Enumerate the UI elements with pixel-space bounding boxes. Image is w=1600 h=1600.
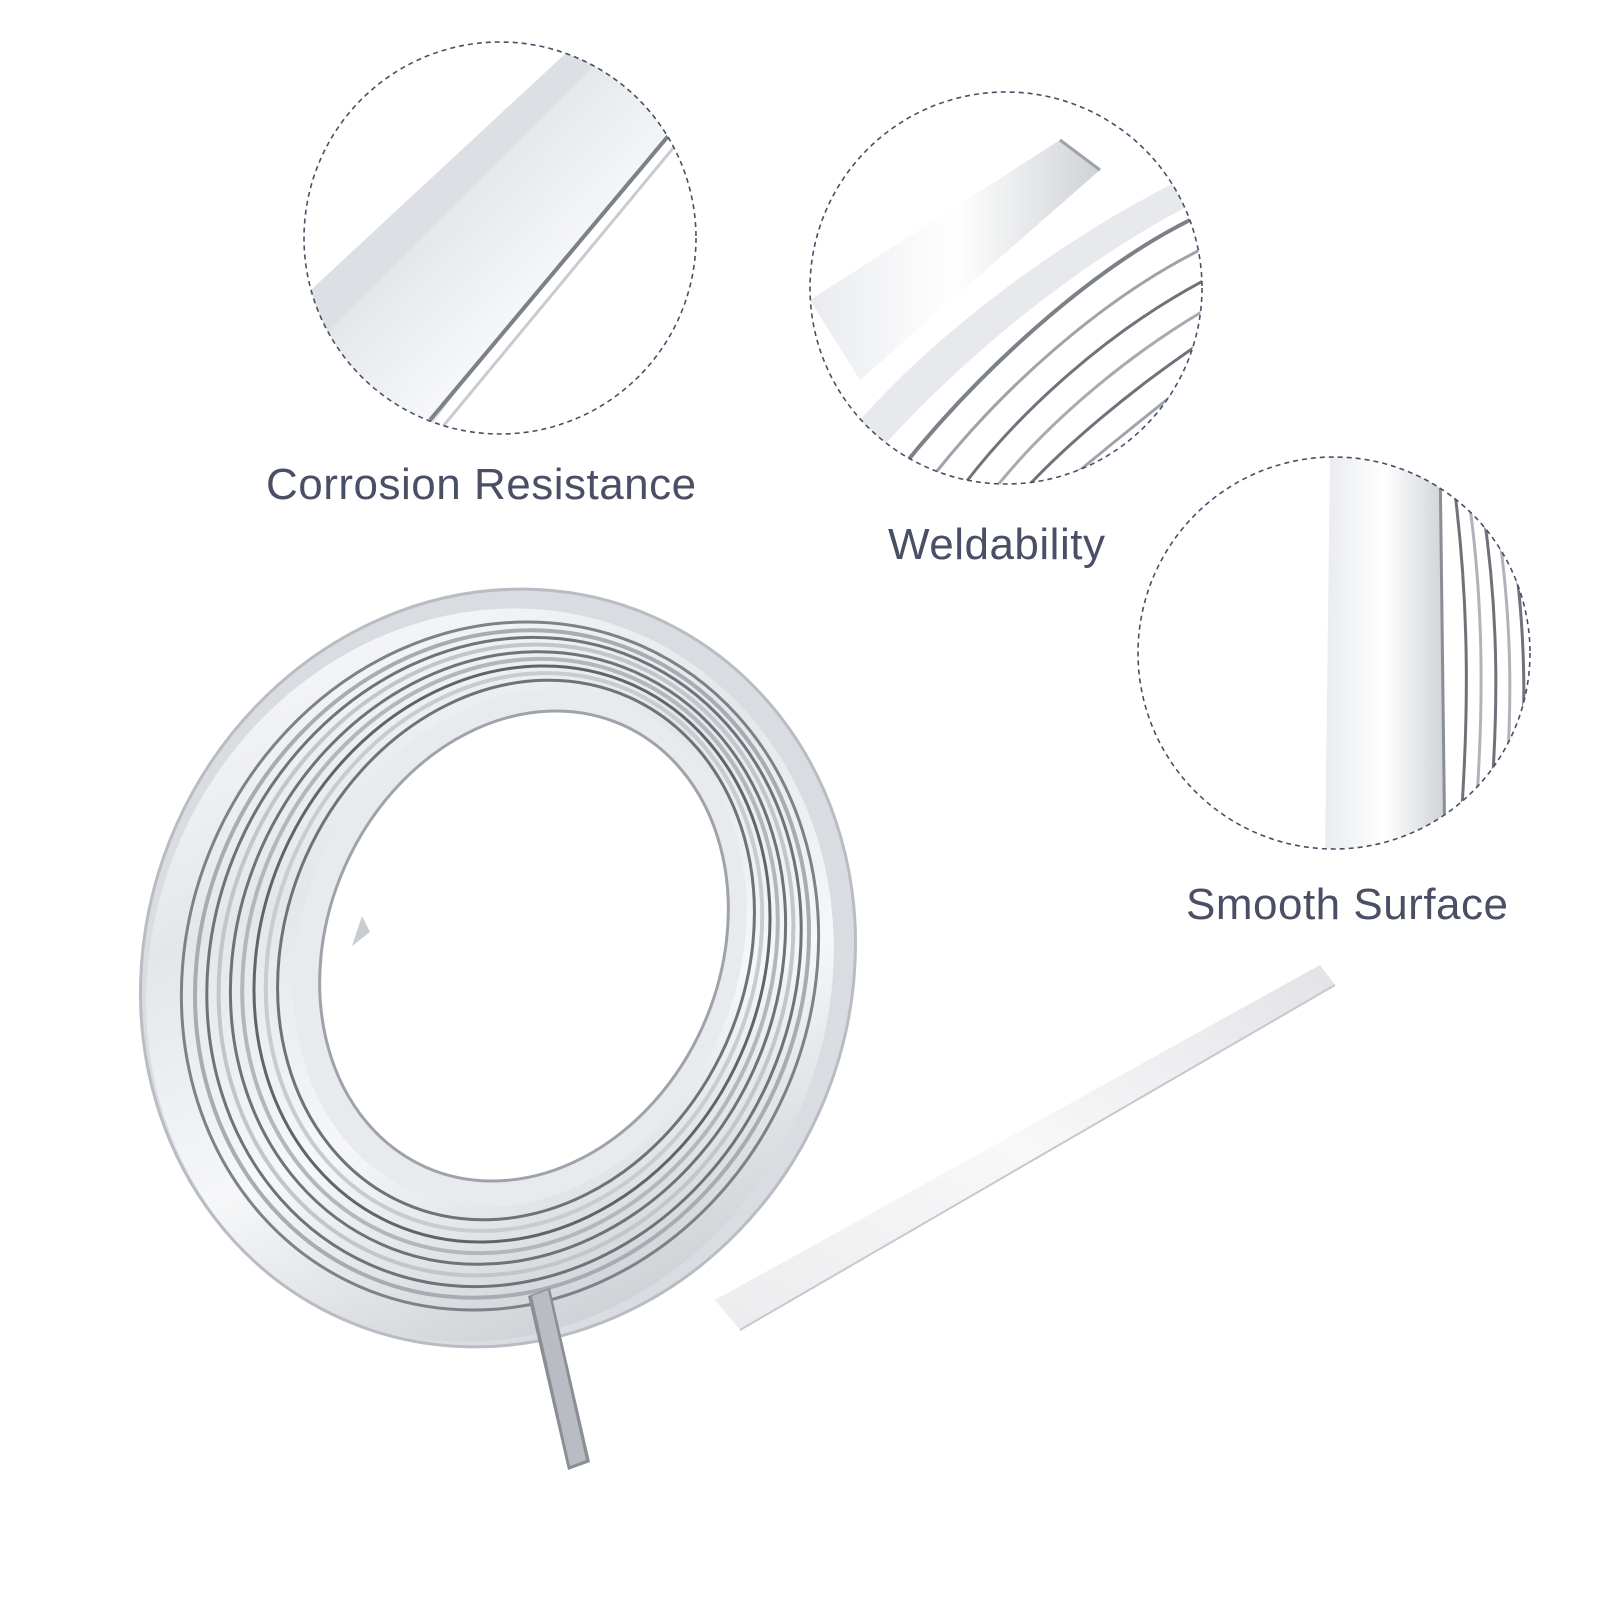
detail-circle-weldability xyxy=(809,91,1203,485)
aluminum-coil xyxy=(139,587,1336,1470)
caption-smooth-surface: Smooth Surface xyxy=(1186,880,1509,929)
detail-circle-corrosion xyxy=(303,41,697,435)
caption-weldability: Weldability xyxy=(888,520,1106,569)
caption-corrosion-resistance: Corrosion Resistance xyxy=(266,460,697,509)
detail-circle-smooth-surface xyxy=(1137,456,1531,850)
